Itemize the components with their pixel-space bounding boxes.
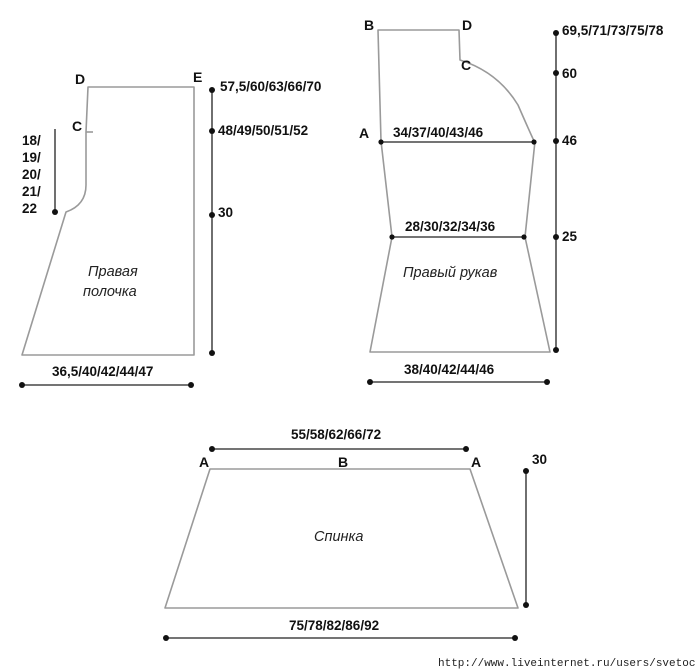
- front-point-e: E: [193, 69, 202, 85]
- back-piece: 55/58/62/66/72 A B A 30 75/78/82/86/92 С…: [163, 427, 547, 641]
- sleeve-height-dot-60: [553, 70, 559, 76]
- sleeve-height-total: 69,5/71/73/75/78: [562, 23, 664, 38]
- back-outline: [164, 468, 519, 609]
- sleeve-width-dot-left: [367, 379, 373, 385]
- sleeve-point-d: D: [462, 17, 472, 33]
- front-height-dot-top: [209, 87, 215, 93]
- front-neck-label-3: 20/: [22, 167, 41, 182]
- sleeve-upper-dot-left: [378, 139, 384, 145]
- sleeve-mid-dot-left: [389, 234, 395, 240]
- sleeve-height-60: 60: [562, 66, 577, 81]
- back-width-bottom: 75/78/82/86/92: [289, 618, 379, 633]
- sleeve-upper-dot-right: [531, 139, 537, 145]
- front-height-dot-low: [209, 212, 215, 218]
- back-top-dot-right: [463, 446, 469, 452]
- sleeve-height-dot-25: [553, 234, 559, 240]
- front-outline: [21, 86, 195, 356]
- sleeve-height-dot-bottom: [553, 347, 559, 353]
- back-name: Спинка: [314, 529, 363, 545]
- front-name-line1: Правая: [88, 264, 138, 280]
- back-bottom-dot-left: [163, 635, 169, 641]
- front-height-low: 30: [218, 205, 233, 220]
- back-height-dot-bottom: [523, 602, 529, 608]
- sleeve-point-c: C: [461, 57, 471, 73]
- back-height-dot-top: [523, 468, 529, 474]
- sleeve-mid-dot-right: [521, 234, 527, 240]
- front-height-mid: 48/49/50/51/52: [218, 123, 308, 138]
- sleeve-width-mid: 28/30/32/34/36: [405, 219, 496, 234]
- front-name-line2: полочка: [83, 284, 137, 300]
- front-neck-label-1: 18/: [22, 133, 41, 148]
- sleeve-height-25: 25: [562, 229, 578, 244]
- back-top-dot-left: [209, 446, 215, 452]
- back-point-b: B: [338, 454, 348, 470]
- front-height-dot-bottom: [209, 350, 215, 356]
- front-piece: D E C 18/ 19/ 20/ 21/ 22 57,5/60/63/66/7…: [19, 69, 321, 388]
- front-point-c: C: [72, 118, 82, 134]
- sleeve-piece: B D C A 34/37/40/43/46 28/30/32/34/36 69…: [359, 17, 664, 385]
- watermark-url: http://www.liveinternet.ru/users/svetoch…: [438, 658, 695, 670]
- sleeve-height-dot-46: [553, 138, 559, 144]
- back-point-a-left: A: [199, 454, 209, 470]
- sleeve-height-46: 46: [562, 133, 578, 148]
- front-neck-label-5: 22: [22, 201, 37, 216]
- sleeve-width-bottom: 38/40/42/44/46: [404, 362, 495, 377]
- front-neck-label-4: 21/: [22, 184, 41, 199]
- front-neck-label-2: 19/: [22, 150, 41, 165]
- front-width-dot-right: [188, 382, 194, 388]
- back-width-top: 55/58/62/66/72: [291, 427, 381, 442]
- back-point-a-right: A: [471, 454, 481, 470]
- front-height-total: 57,5/60/63/66/70: [220, 79, 321, 94]
- front-neck-dim-dot: [52, 209, 58, 215]
- front-height-dot-mid: [209, 128, 215, 134]
- front-width-dot-left: [19, 382, 25, 388]
- front-width-bottom: 36,5/40/42/44/47: [52, 364, 153, 379]
- sleeve-point-b: B: [364, 17, 374, 33]
- sleeve-width-dot-right: [544, 379, 550, 385]
- sleeve-outline: [369, 29, 551, 353]
- back-bottom-dot-right: [512, 635, 518, 641]
- back-height: 30: [532, 452, 547, 467]
- front-point-d: D: [75, 71, 85, 87]
- sleeve-width-upper: 34/37/40/43/46: [393, 125, 484, 140]
- sleeve-name: Правый рукав: [403, 265, 498, 281]
- sleeve-height-dot-top: [553, 30, 559, 36]
- sleeve-point-a: A: [359, 125, 369, 141]
